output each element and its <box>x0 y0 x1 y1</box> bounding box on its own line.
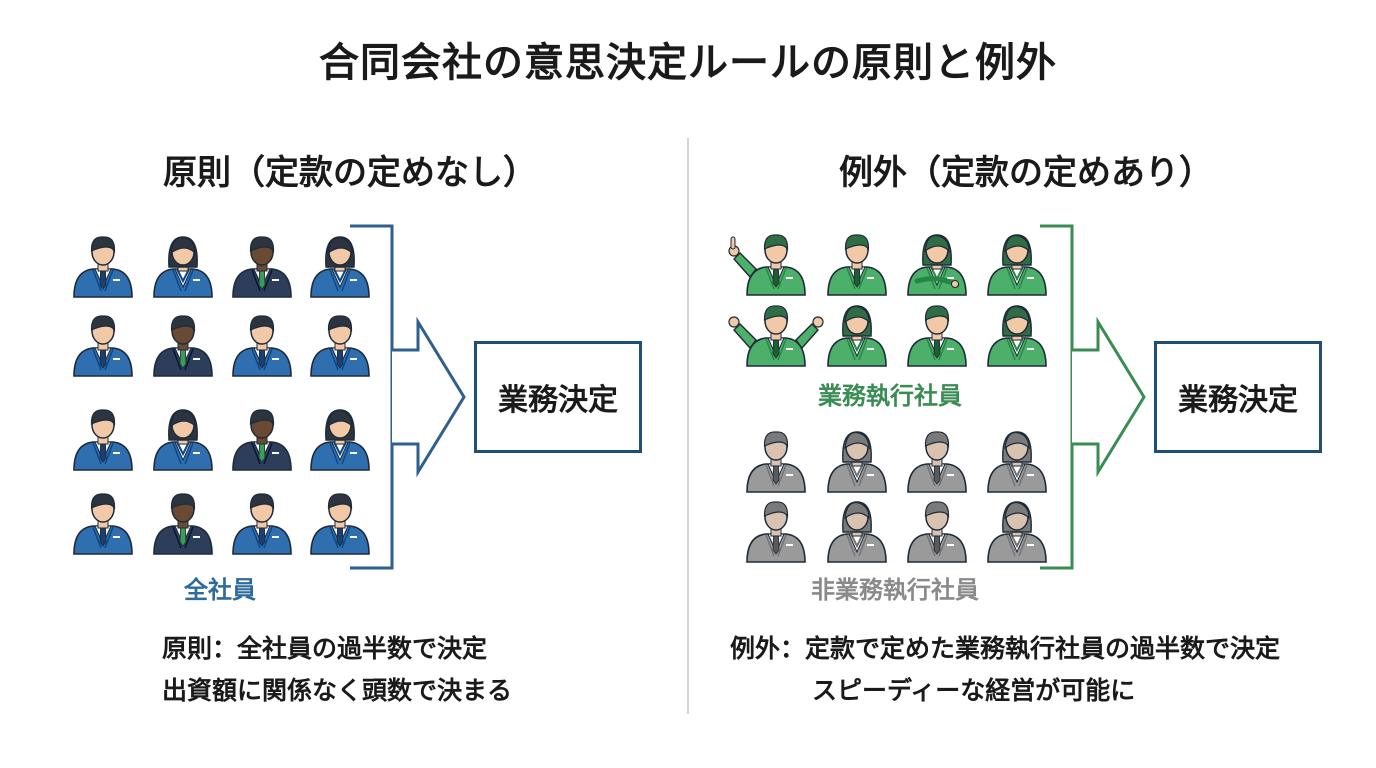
left-note-line-1: 原則：全社員の過半数で決定 <box>162 634 488 663</box>
left-note-line-2: 出資額に関係なく頭数で決まる <box>162 676 513 705</box>
member-icon <box>153 409 213 471</box>
member-icon <box>310 409 370 471</box>
member-icon <box>310 315 370 377</box>
left-note: 原則：全社員の過半数で決定 出資額に関係なく頭数で決まる <box>162 628 512 712</box>
right-note-line-1: 例外：定款で定めた業務執行社員の過半数で決定 <box>730 634 1281 663</box>
right-arrow-icon <box>1072 316 1146 478</box>
non-executive-member-icon <box>827 501 887 563</box>
executive-member-icon <box>987 305 1047 367</box>
member-icon <box>73 409 133 471</box>
executive-member-icon <box>827 234 887 296</box>
executive-member-icon <box>728 305 824 367</box>
member-icon <box>310 236 370 298</box>
left-arrow-icon <box>392 316 466 478</box>
member-icon <box>153 493 213 555</box>
right-note-line-2: スピーディーな経営が可能に <box>812 676 1136 705</box>
executive-member-label: 業務執行社員 <box>818 382 962 410</box>
executive-member-icon <box>827 305 887 367</box>
executive-member-icon <box>907 305 967 367</box>
non-executive-member-icon <box>987 431 1047 493</box>
page-title: 合同会社の意思決定ルールの原則と例外 <box>319 40 1057 86</box>
panel-divider <box>687 138 689 714</box>
member-icon <box>153 315 213 377</box>
non-executive-member-icon <box>987 501 1047 563</box>
executive-member-icon <box>907 234 967 296</box>
non-executive-member-icon <box>907 431 967 493</box>
left-decision-box: 業務決定 <box>474 341 642 453</box>
non-executive-member-icon <box>907 501 967 563</box>
non-executive-member-icon <box>746 431 806 493</box>
member-icon <box>153 236 213 298</box>
member-icon <box>310 493 370 555</box>
member-icon <box>232 236 292 298</box>
member-icon <box>73 315 133 377</box>
non-executive-member-label: 非業務執行社員 <box>811 576 979 604</box>
non-executive-member-icon <box>746 501 806 563</box>
right-decision-box: 業務決定 <box>1154 341 1322 453</box>
member-icon <box>232 493 292 555</box>
non-executive-member-icon <box>827 431 887 493</box>
left-panel-heading: 原則（定款の定めなし） <box>163 153 537 193</box>
right-bracket <box>1040 224 1074 570</box>
right-note: 例外：定款で定めた業務執行社員の過半数で決定 スピーディーな経営が可能に <box>730 628 1280 712</box>
left-group-label: 全社員 <box>184 576 256 604</box>
executive-member-icon <box>728 234 806 296</box>
right-panel-heading: 例外（定款の定めあり） <box>839 153 1213 193</box>
member-icon <box>73 236 133 298</box>
member-icon <box>232 315 292 377</box>
member-icon <box>73 493 133 555</box>
member-icon <box>232 409 292 471</box>
executive-member-icon <box>987 234 1047 296</box>
